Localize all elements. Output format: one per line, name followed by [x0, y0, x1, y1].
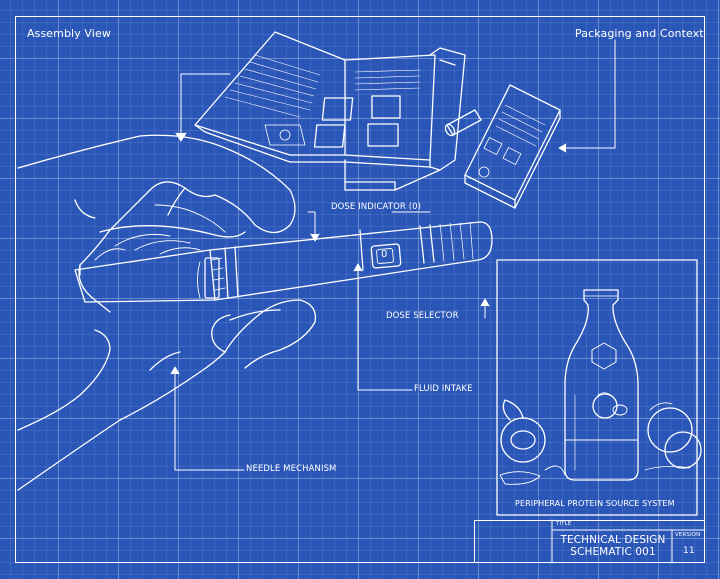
title-block [474, 520, 704, 562]
packaging-context-label: Packaging and Context [575, 27, 704, 40]
version-caption: VERSION [675, 532, 701, 538]
version-value: 11 [683, 546, 695, 556]
title-block-lines [551, 519, 706, 564]
assembly-view-label: Assembly View [27, 27, 111, 40]
injection-pen-icon [74, 221, 493, 303]
needle-mechanism-label: NEEDLE MECHANISM [246, 464, 337, 474]
hand-outline-icon [17, 134, 317, 491]
cartridge-vial-icon [444, 109, 482, 137]
dose-window-value: 0 [381, 249, 388, 260]
instruction-leaflet-icon [194, 31, 466, 191]
title-line-2: SCHEMATIC 001 [570, 546, 656, 558]
dose-indicator-label: DOSE INDICATOR (0) [331, 202, 422, 212]
callout-leaders [170, 39, 616, 471]
title-line-1: TECHNICAL DESIGN [560, 534, 666, 546]
drawing-frame [15, 16, 705, 563]
fluid-intake-label: FLUID INTAKE [414, 384, 473, 394]
carton-box-icon [464, 84, 561, 209]
milk-bottle-icon [564, 289, 639, 481]
title-caption: TITLE [556, 521, 572, 527]
peach-fruit-icon [499, 399, 702, 485]
protein-source-inset [496, 259, 698, 516]
dose-selector-label: DOSE SELECTOR [386, 311, 459, 321]
protein-source-label: PERIPHERAL PROTEIN SOURCE SYSTEM [515, 499, 675, 508]
